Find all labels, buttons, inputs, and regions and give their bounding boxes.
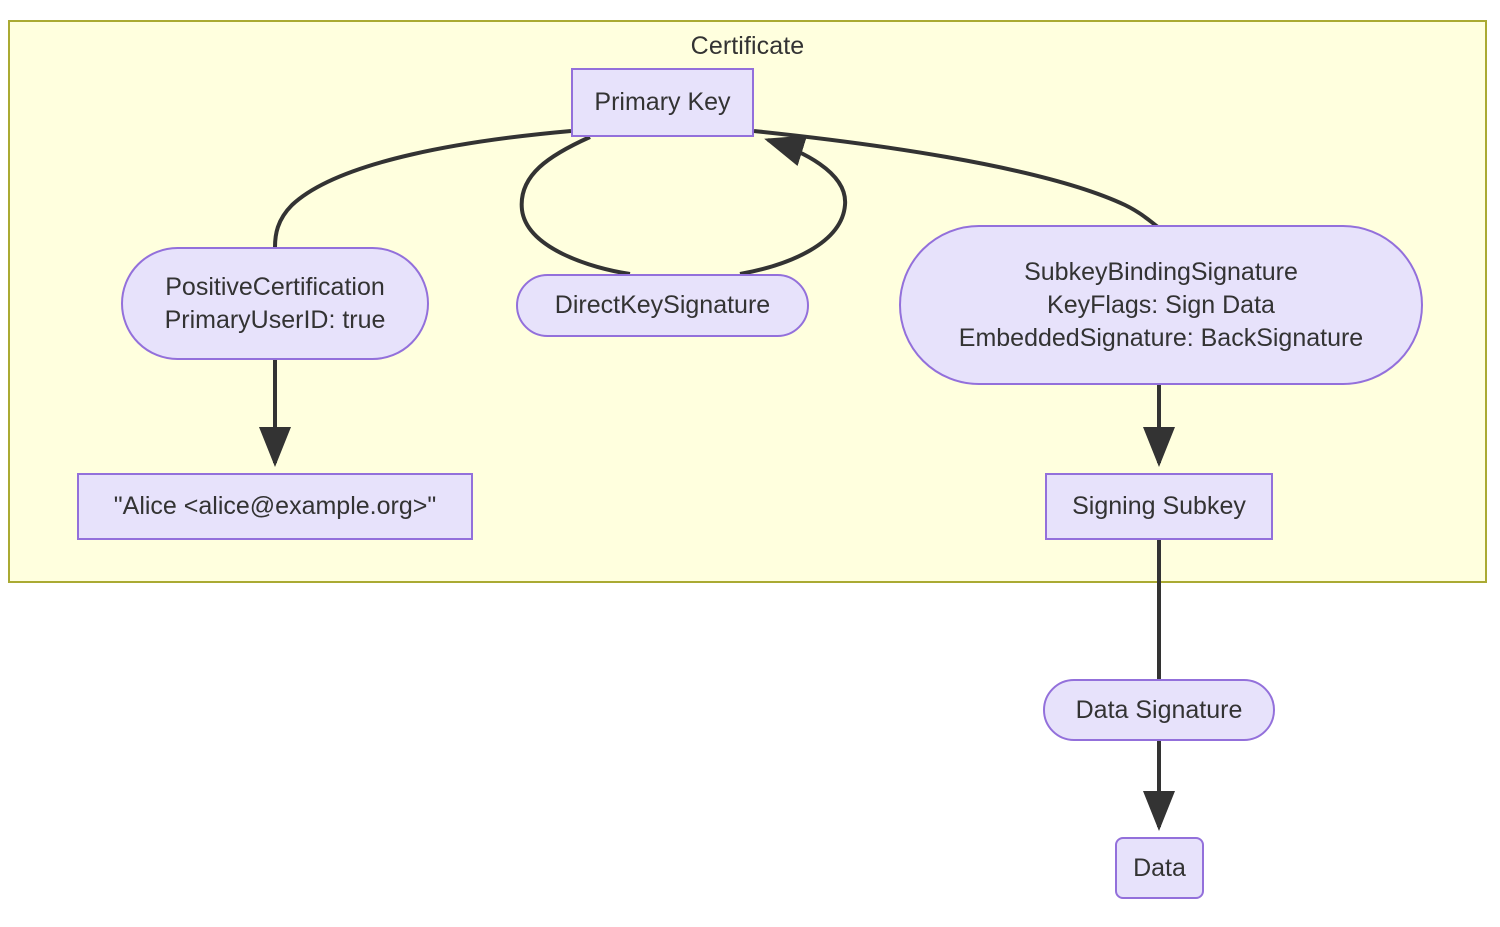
node-subkey-binding-signature-line-1: KeyFlags: Sign Data: [1047, 290, 1275, 319]
node-positive-certification[interactable]: PositiveCertification PrimaryUserID: tru…: [121, 247, 429, 360]
node-direct-key-signature[interactable]: DirectKeySignature: [516, 274, 809, 337]
node-data-line-0: Data: [1133, 853, 1186, 882]
node-alice-userid[interactable]: "Alice <alice@example.org>": [77, 473, 473, 540]
node-data-signature[interactable]: Data Signature: [1043, 679, 1275, 741]
node-data-signature-line-0: Data Signature: [1075, 695, 1243, 724]
node-subkey-binding-signature-line-0: SubkeyBindingSignature: [1024, 257, 1298, 286]
node-subkey-binding-signature-line-2: EmbeddedSignature: BackSignature: [958, 323, 1364, 352]
node-primary-key[interactable]: Primary Key: [571, 68, 754, 137]
node-primary-key-line-0: Primary Key: [594, 88, 731, 116]
subgraph-certificate-label: Certificate: [690, 32, 805, 60]
node-subkey-binding-signature[interactable]: SubkeyBindingSignature KeyFlags: Sign Da…: [899, 225, 1423, 385]
node-positive-certification-line-1: PrimaryUserID: true: [164, 305, 386, 334]
node-signing-subkey[interactable]: Signing Subkey: [1045, 473, 1273, 540]
node-data[interactable]: Data: [1115, 837, 1204, 899]
node-alice-userid-line-0: "Alice <alice@example.org>": [113, 492, 437, 520]
node-signing-subkey-line-0: Signing Subkey: [1072, 492, 1246, 520]
node-direct-key-signature-line-0: DirectKeySignature: [554, 291, 771, 319]
node-positive-certification-line-0: PositiveCertification: [165, 272, 385, 301]
